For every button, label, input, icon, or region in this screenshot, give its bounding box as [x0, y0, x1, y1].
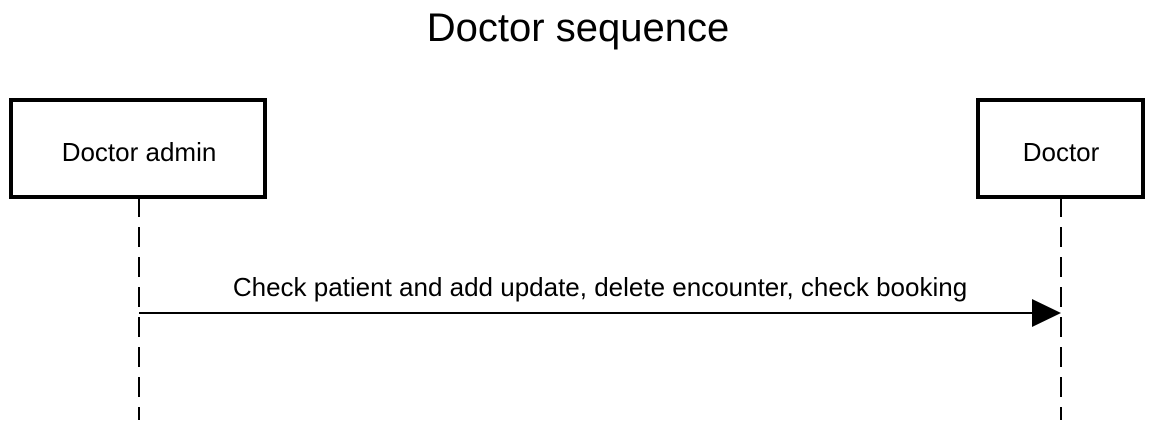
message-label: Check patient and add update, delete enc… [233, 272, 967, 302]
actor-doctor-admin: Doctor admin [9, 98, 267, 420]
message-doctor-admin-to-doctor: Check patient and add update, delete enc… [139, 272, 1061, 327]
actor-label-doctor: Doctor [1023, 137, 1100, 167]
actor-box-doctor [976, 98, 1145, 199]
message-arrowhead [1032, 299, 1061, 327]
actor-doctor: Doctor [976, 98, 1145, 420]
actor-box-doctor-admin [9, 98, 267, 199]
diagram-title: Doctor sequence [427, 6, 729, 50]
actor-label-doctor-admin: Doctor admin [62, 137, 217, 167]
